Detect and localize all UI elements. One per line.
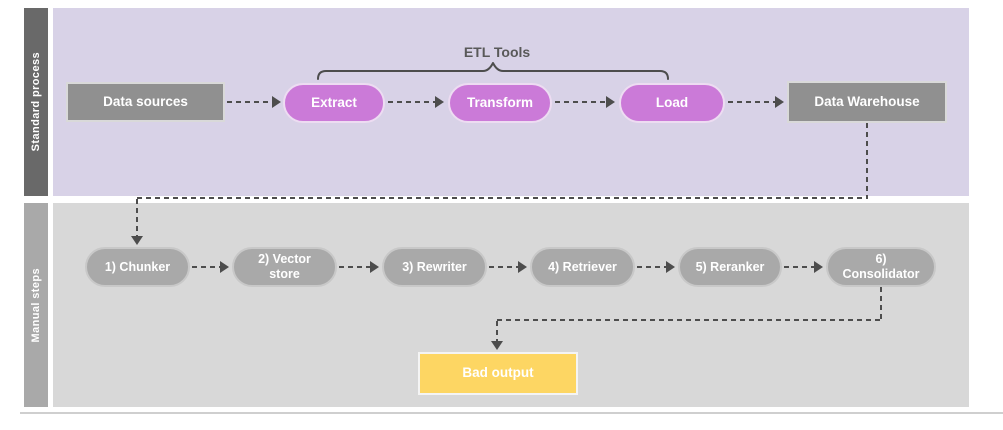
node-data-sources: Data sources — [66, 82, 225, 122]
arrowhead-right-icon — [220, 261, 229, 273]
arrowhead-right-icon — [272, 96, 281, 108]
connector-warehouse-left-segment — [137, 197, 868, 199]
dashed-line — [136, 199, 138, 237]
connector-consolidator-down-segment — [880, 287, 882, 320]
arrow-consolidator-to-bad-output — [491, 321, 503, 350]
arrowhead-right-icon — [606, 96, 615, 108]
node-extract: Extract — [283, 83, 385, 123]
lane-label-manual-steps: Manual steps — [24, 203, 48, 407]
node-load: Load — [619, 83, 725, 123]
arrowhead-down-icon — [131, 236, 143, 245]
arrow-data-sources-to-extract — [227, 96, 281, 108]
arrow-retriever-to-reranker — [637, 261, 675, 273]
dashed-line — [555, 101, 607, 103]
bottom-divider-line — [20, 412, 1003, 414]
node-vector-store: 2) Vector store — [232, 247, 337, 287]
arrowhead-right-icon — [518, 261, 527, 273]
dashed-line — [784, 266, 815, 268]
dashed-line — [637, 266, 667, 268]
dashed-line — [388, 101, 436, 103]
dashed-line — [227, 101, 273, 103]
lane-label-text: Standard process — [30, 52, 42, 152]
lane-label-standard-process: Standard process — [24, 8, 48, 196]
arrow-chunker-to-vector-store — [192, 261, 229, 273]
node-chunker: 1) Chunker — [85, 247, 190, 287]
node-transform: Transform — [448, 83, 552, 123]
arrow-load-to-warehouse — [728, 96, 784, 108]
node-data-warehouse: Data Warehouse — [787, 81, 947, 123]
etl-tools-group-label: ETL Tools — [463, 44, 531, 60]
node-reranker: 5) Reranker — [678, 247, 782, 287]
arrow-reranker-to-consolidator — [784, 261, 823, 273]
node-bad-output: Bad output — [418, 352, 578, 395]
connector-consolidator-left-segment — [497, 319, 882, 321]
arrow-extract-to-transform — [388, 96, 444, 108]
node-consolidator: 6) Consolidator — [826, 247, 936, 287]
arrowhead-right-icon — [370, 261, 379, 273]
arrowhead-right-icon — [775, 96, 784, 108]
lane-label-text: Manual steps — [30, 267, 42, 343]
arrowhead-right-icon — [666, 261, 675, 273]
node-rewriter: 3) Rewriter — [382, 247, 487, 287]
dashed-line — [496, 321, 498, 342]
dashed-line — [728, 101, 776, 103]
arrowhead-right-icon — [435, 96, 444, 108]
node-retriever: 4) Retriever — [530, 247, 635, 287]
connector-warehouse-down-segment — [866, 123, 868, 199]
arrow-transform-to-load — [555, 96, 615, 108]
etl-tools-brace-icon — [317, 62, 669, 80]
dashed-line — [192, 266, 221, 268]
arrowhead-right-icon — [814, 261, 823, 273]
dashed-line — [489, 266, 519, 268]
dashed-line — [339, 266, 371, 268]
arrowhead-down-icon — [491, 341, 503, 350]
arrow-rewriter-to-retriever — [489, 261, 527, 273]
arrow-vector-store-to-rewriter — [339, 261, 379, 273]
arrow-warehouse-to-chunker — [131, 199, 143, 245]
